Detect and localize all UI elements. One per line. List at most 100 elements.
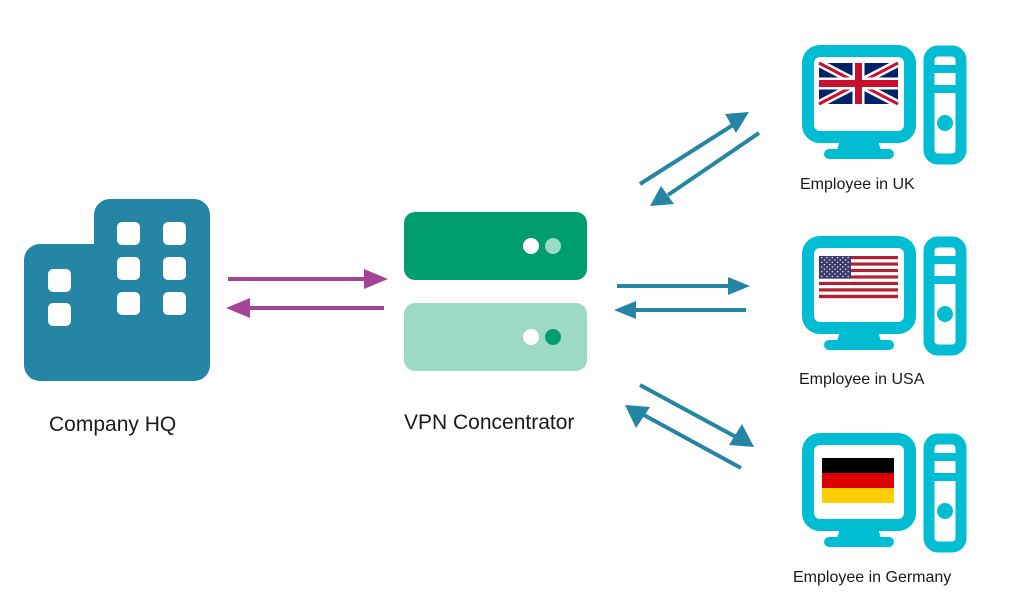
flag-stripe [819,265,898,270]
arrow-right [228,269,388,289]
flag-star [842,256,844,259]
flag-star [836,275,839,278]
flag-star [836,266,839,268]
window [163,222,186,245]
flag-star [823,263,826,266]
flag-star [839,268,841,271]
flag-star [821,271,823,273]
flag-star [831,275,833,278]
flag-star [831,256,833,259]
window [48,303,71,326]
window [117,292,140,315]
status-led [523,329,539,345]
flag-star [842,271,844,273]
flag-star [829,268,831,271]
flag-star [834,263,836,266]
flag-star [839,263,841,266]
building-icon [24,199,210,381]
flag-star [842,261,844,263]
arrow-up-left [625,405,742,470]
flag-star [829,273,831,275]
flag-stripe [819,259,898,263]
hq-vpn-arrows [226,269,388,318]
flag-star [831,266,833,268]
flag-star [829,263,831,266]
arrow-up-right [638,112,749,186]
computer-icon [802,433,967,553]
flag-star [842,266,844,268]
arrow-down-left [650,131,761,206]
status-led [545,329,561,345]
window [163,257,186,280]
flag-star [844,259,847,261]
flag-star [836,261,839,263]
flag-star [847,261,849,263]
flag-star [847,271,849,273]
flag-stripe [819,281,898,286]
flag-stripe [819,275,898,279]
computer-icon [802,236,967,356]
server-unit-bottom [404,303,587,371]
flag-stripe [819,268,898,273]
employee-germany-label: Employee in Germany [793,569,952,586]
arrow-left [226,298,384,318]
flag-star [839,273,841,275]
flag-star [836,271,839,273]
flag-star [847,275,849,278]
flag-stripe [819,294,898,299]
flag-star [844,268,847,271]
flag-star [823,273,826,275]
flag-star [839,259,841,261]
window [117,222,140,245]
arrow-down-right [639,383,754,447]
flag-star [834,273,836,275]
flag-star [847,256,849,259]
flag-stripe [819,278,898,283]
flag-star [823,259,826,261]
flag-star [844,273,847,275]
flag-star [842,275,844,278]
flag-stripe [819,272,898,276]
vpn-uk-arrows [638,112,761,206]
server-icon [404,212,587,371]
flag-star [836,256,839,259]
vpn-germany-arrows [625,383,754,470]
server-unit-top [404,212,587,280]
window [48,269,71,292]
flag-star [834,259,836,261]
flag-star [829,259,831,261]
flag-star [826,275,828,278]
flag-star [821,275,823,278]
flag-star [844,263,847,266]
window [163,292,186,315]
flag-star [826,261,828,263]
vpn-label: VPN Concentrator [404,411,575,434]
us-flag-icon [819,256,898,299]
flag-stripe [819,262,898,266]
employee-usa-label: Employee in USA [799,371,925,388]
flag-star [821,266,823,268]
flag-star [831,261,833,263]
flag-stripe [819,291,898,295]
flag-stripe [819,285,898,289]
uk-flag-icon [817,59,900,108]
germany-flag-icon [822,458,894,503]
flag-star [826,271,828,273]
flag-star [821,261,823,263]
hq-label: Company HQ [49,413,177,436]
flag-stripe [819,288,898,292]
vpn-usa-arrows [614,277,750,319]
flag-star [826,266,828,268]
computer-icon [802,45,967,165]
flag-star [826,256,828,259]
flag-star [823,268,826,271]
window [117,257,140,280]
flag-star [831,271,833,273]
flag-star [834,268,836,271]
arrow-left [614,301,746,319]
flag-star [847,266,849,268]
status-led [545,238,561,254]
flag-star [821,256,823,259]
arrow-right [617,277,750,295]
